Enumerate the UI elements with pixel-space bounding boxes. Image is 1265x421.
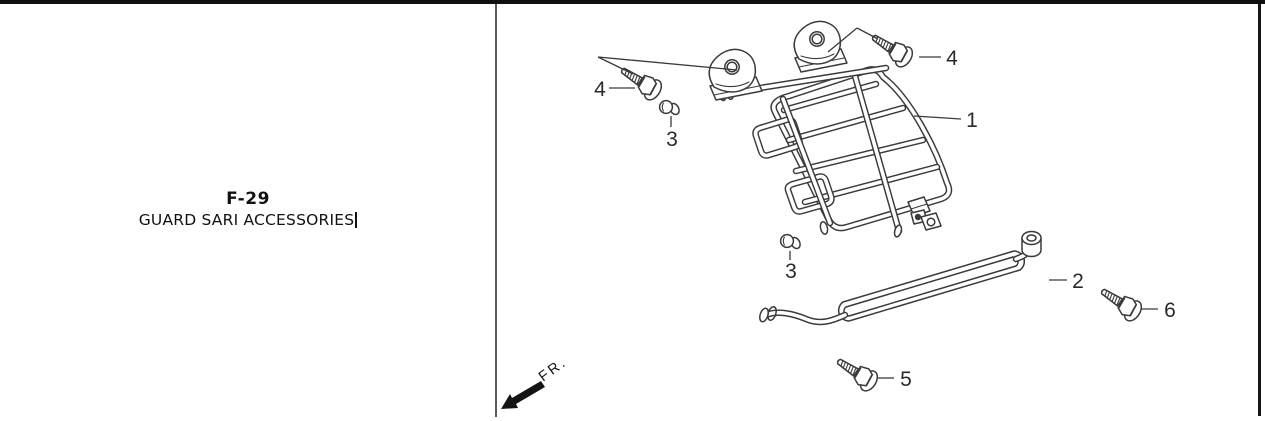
callout-3-upper: 3 [666,128,678,151]
mount-bracket-right [793,20,848,73]
diagram-box-right-border [1258,4,1261,416]
guard-mount-cylinder [1021,230,1042,258]
callout-3-lower: 3 [785,260,797,283]
page-code: F-29 [226,189,270,209]
tube-end-cap [893,224,903,238]
flange-bolt-6 [1095,280,1146,325]
flange-bolt-5 [831,350,882,395]
fr-direction-arrow [501,381,545,409]
diagram-panel: 4 3 4 1 3 2 6 5 FR. [495,0,1265,421]
flange-bolt-4-right [866,26,917,71]
callout-2: 2 [1072,270,1084,293]
caption-block[interactable]: F-29 GUARD SARI ACCESSORIES [0,190,496,230]
sari-guard-bar [759,230,1042,323]
callout-1: 1 [966,109,978,132]
callout-6: 6 [1164,299,1176,322]
flange-bolt-4-left [615,59,666,104]
page-title: GUARD SARI ACCESSORIES [0,211,496,230]
rack-assembly [708,20,949,238]
lower-clamp-bracket [907,196,942,231]
parts-diagram-svg: 4 3 4 1 3 2 6 5 FR. [501,20,1176,409]
cap-nut-3-upper [658,99,682,117]
top-border-bar [0,0,1265,4]
cap-nut-3-lower [779,233,803,251]
leader-lines [597,27,1158,379]
diagram-box-left-border [495,4,497,417]
tube-end-cap [819,221,829,235]
callout-4-left: 4 [594,78,606,101]
callout-5: 5 [900,368,912,391]
mount-bracket-left [708,48,763,101]
text-cursor [355,212,358,228]
callout-4-right: 4 [946,47,958,70]
fr-direction-label: FR. [536,354,570,385]
page-title-text: GUARD SARI ACCESSORIES [138,211,355,229]
